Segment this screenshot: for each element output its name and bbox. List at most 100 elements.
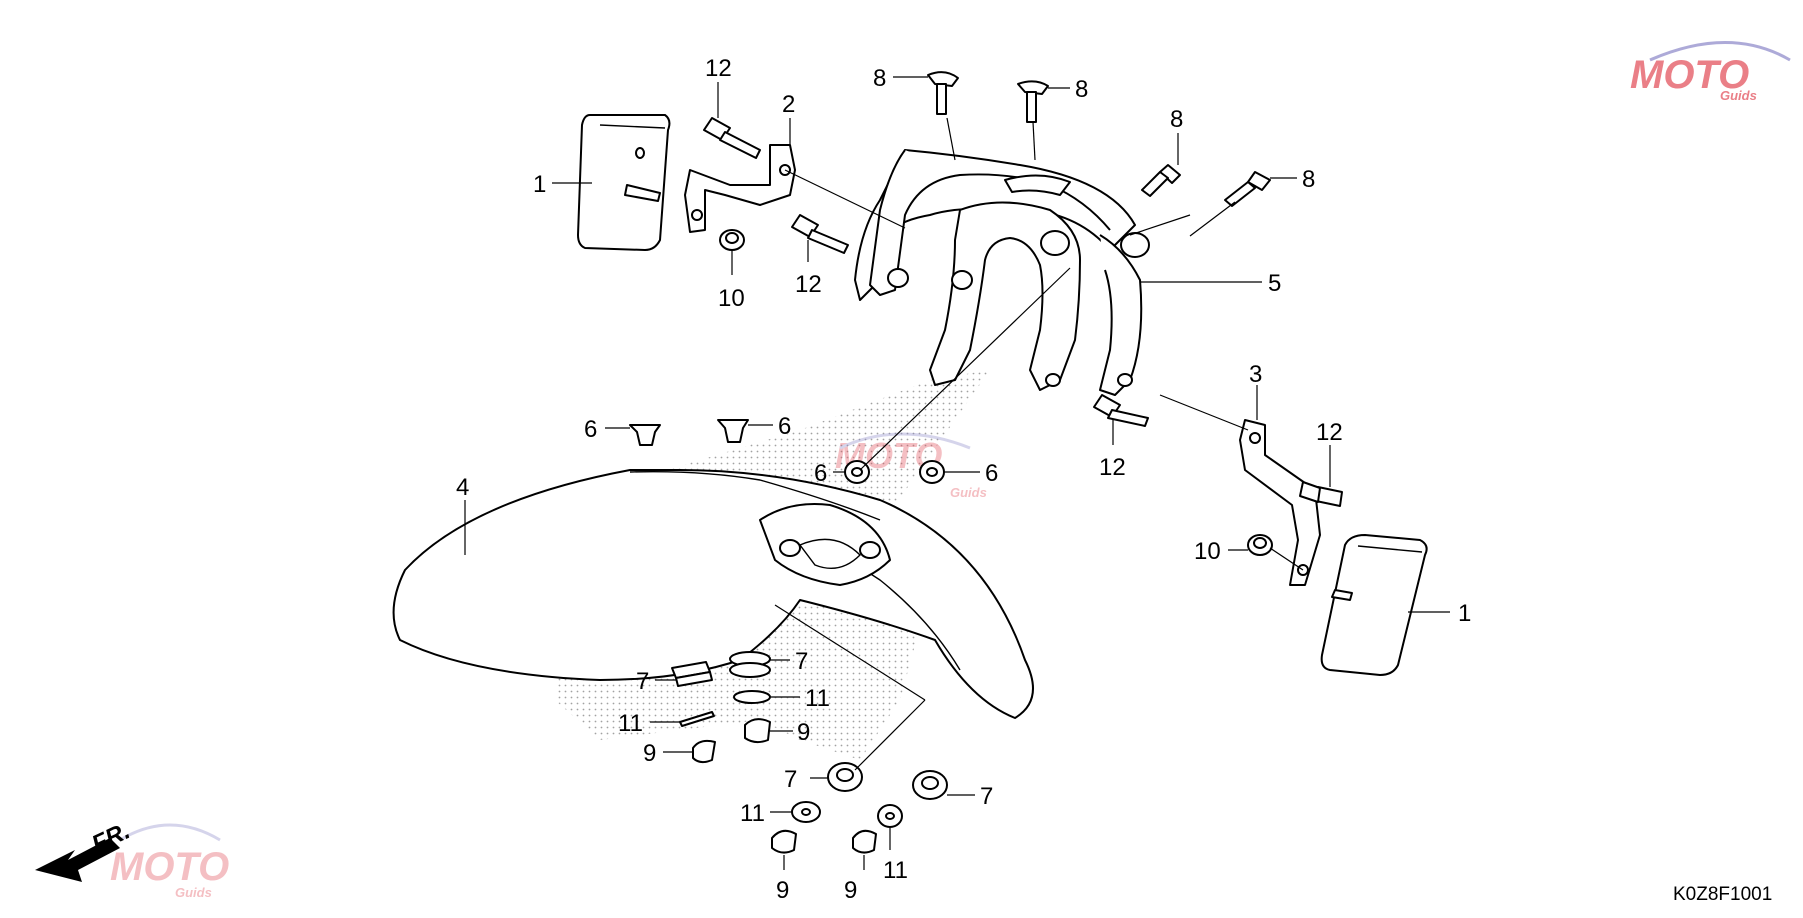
callout-7-b: 7 — [636, 668, 676, 695]
svg-text:Guids: Guids — [1720, 88, 1757, 103]
callout-8-c: 8 — [1170, 106, 1183, 165]
bolt-12-d — [1299, 481, 1343, 507]
svg-text:2: 2 — [782, 91, 795, 118]
svg-text:3: 3 — [1249, 361, 1262, 388]
screw-8-c — [1141, 164, 1181, 197]
nut-9-a — [692, 739, 716, 764]
svg-text:12: 12 — [1316, 419, 1343, 446]
callout-10-left: 10 — [718, 250, 745, 312]
bolt-12-c — [1093, 394, 1149, 427]
nut-10-right — [1247, 534, 1273, 556]
svg-text:1: 1 — [1458, 600, 1471, 627]
svg-text:7: 7 — [795, 648, 808, 675]
svg-text:6: 6 — [985, 460, 998, 487]
watermark-logo: MOTO Guids — [1630, 41, 1791, 103]
svg-text:10: 10 — [1194, 538, 1221, 565]
svg-text:9: 9 — [844, 877, 857, 904]
svg-text:12: 12 — [705, 55, 732, 82]
callout-10-right: 10 — [1194, 538, 1248, 565]
fender-stay — [854, 149, 1150, 396]
nut-9-b — [744, 718, 771, 744]
screw-8-a — [927, 71, 959, 115]
callout-7-c: 7 — [784, 766, 828, 793]
bolt-12-b — [791, 214, 849, 254]
bolt-12-a — [703, 117, 761, 159]
svg-text:8: 8 — [1075, 76, 1088, 103]
svg-text:8: 8 — [1302, 166, 1315, 193]
stay-bracket-left — [684, 144, 796, 233]
svg-text:Guids: Guids — [175, 885, 212, 900]
svg-text:Guids: Guids — [950, 485, 987, 500]
svg-text:10: 10 — [718, 285, 745, 312]
callout-12-c: 12 — [1099, 420, 1126, 481]
callout-12-b: 12 — [795, 240, 822, 298]
svg-text:8: 8 — [1170, 106, 1183, 133]
clip-6-d — [919, 460, 945, 484]
callout-12-d: 12 — [1316, 419, 1343, 487]
svg-text:9: 9 — [776, 877, 789, 904]
svg-text:11: 11 — [805, 685, 830, 712]
assembly-lines — [774, 117, 1304, 771]
nut-9-d — [852, 829, 877, 854]
grommet-7-a — [729, 651, 771, 678]
reflector-left — [577, 114, 671, 251]
svg-text:7: 7 — [636, 668, 649, 695]
callout-9-b: 9 — [770, 719, 810, 746]
callout-1-right: 1 — [1408, 600, 1471, 627]
callout-5: 5 — [1140, 270, 1281, 297]
stay-bracket-right — [1239, 419, 1321, 586]
svg-text:9: 9 — [643, 740, 656, 767]
callout-1-left: 1 — [533, 171, 592, 198]
svg-text:6: 6 — [584, 416, 597, 443]
svg-text:7: 7 — [980, 783, 993, 810]
callout-9-a: 9 — [643, 740, 693, 767]
clip-6-b — [717, 419, 749, 443]
callout-6-c: 6 — [814, 460, 845, 487]
callout-11-c: 11 — [740, 800, 792, 827]
clip-6-a — [629, 424, 661, 446]
front-fender — [392, 469, 1034, 719]
callout-9-c: 9 — [776, 855, 789, 904]
callout-11-b: 11 — [770, 685, 830, 712]
svg-text:MOTO: MOTO — [110, 845, 229, 889]
callout-8-d: 8 — [1270, 166, 1315, 193]
screw-8-d — [1224, 171, 1271, 207]
svg-text:MOTO: MOTO — [1630, 53, 1749, 97]
callout-6-b: 6 — [748, 413, 791, 440]
grommet-7-c — [827, 762, 863, 792]
washer-11-b — [733, 690, 771, 704]
nut-10-left — [719, 229, 745, 251]
callout-6-d: 6 — [944, 460, 998, 487]
svg-text:5: 5 — [1268, 270, 1281, 297]
callout-8-b: 8 — [1048, 76, 1088, 103]
svg-text:7: 7 — [784, 766, 797, 793]
svg-text:12: 12 — [1099, 454, 1126, 481]
callout-4: 4 — [456, 474, 469, 555]
svg-text:11: 11 — [740, 800, 765, 827]
svg-text:6: 6 — [814, 460, 827, 487]
washer-11-a — [679, 711, 715, 727]
grommet-7-b — [671, 661, 713, 687]
grommet-7-d — [912, 770, 948, 800]
callout-3: 3 — [1249, 361, 1262, 420]
callout-6-a: 6 — [584, 416, 630, 443]
reflector-right — [1320, 534, 1428, 676]
washer-11-c — [791, 801, 821, 823]
svg-text:4: 4 — [456, 474, 469, 501]
svg-text:1: 1 — [533, 171, 546, 198]
callout-12-a: 12 — [705, 55, 732, 118]
svg-text:12: 12 — [795, 271, 822, 298]
callout-2: 2 — [782, 91, 795, 145]
svg-text:11: 11 — [883, 857, 908, 884]
diagram-code: K0Z8F1001 — [1673, 884, 1772, 905]
callout-8-a: 8 — [873, 65, 928, 92]
svg-text:6: 6 — [778, 413, 791, 440]
screw-8-b — [1017, 80, 1049, 123]
callout-7-a: 7 — [770, 648, 808, 675]
svg-text:11: 11 — [618, 710, 643, 737]
nut-9-c — [771, 829, 797, 854]
callout-7-d: 7 — [947, 783, 993, 810]
washer-11-d — [877, 804, 903, 828]
svg-text:9: 9 — [797, 719, 810, 746]
